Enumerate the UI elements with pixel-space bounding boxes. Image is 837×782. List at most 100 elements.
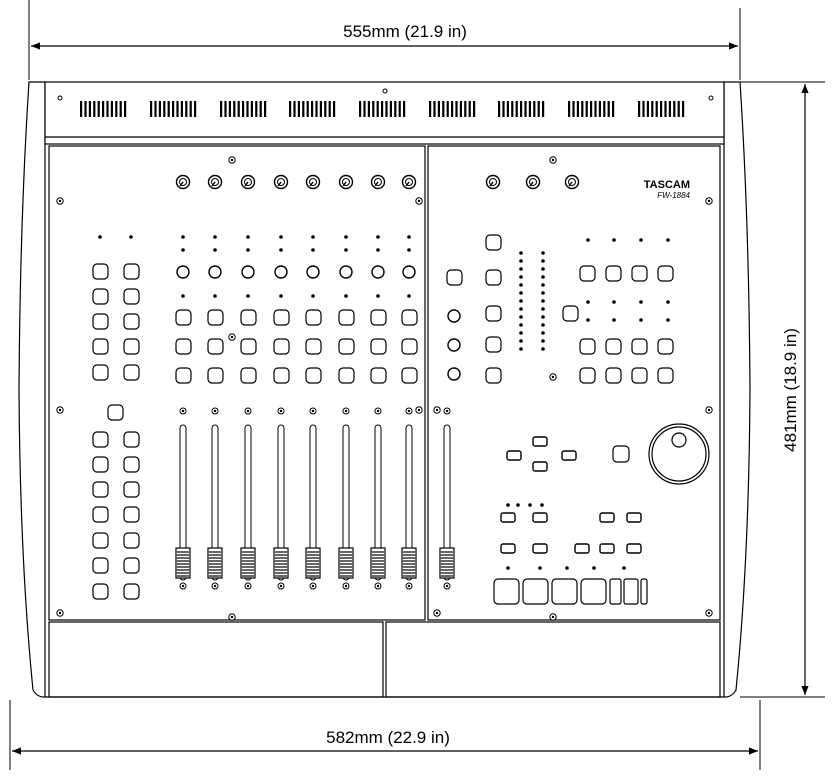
led bbox=[541, 283, 545, 287]
vent-slot bbox=[389, 101, 392, 117]
vent-slot bbox=[124, 101, 127, 117]
screw bbox=[705, 406, 713, 414]
screw bbox=[705, 197, 713, 205]
square-button bbox=[485, 367, 502, 384]
led bbox=[246, 294, 250, 298]
square-button bbox=[273, 309, 290, 326]
fader bbox=[240, 407, 256, 590]
square-button bbox=[485, 305, 502, 322]
square-button bbox=[273, 367, 290, 384]
led bbox=[181, 235, 185, 239]
fader-track bbox=[179, 424, 187, 581]
vent-slot bbox=[585, 101, 588, 117]
led bbox=[344, 294, 348, 298]
vent-slot bbox=[473, 101, 476, 117]
top-width-label: 555mm (21.9 in) bbox=[343, 22, 467, 41]
square-button bbox=[579, 367, 596, 384]
vent-slot bbox=[537, 101, 540, 117]
led bbox=[519, 339, 523, 343]
vent-slot bbox=[293, 101, 296, 117]
led bbox=[541, 315, 545, 319]
vent-slot bbox=[598, 101, 601, 117]
vent-slot bbox=[106, 101, 109, 117]
square-button bbox=[370, 367, 387, 384]
screw bbox=[415, 406, 423, 414]
square-button bbox=[579, 265, 596, 282]
vent-slot bbox=[88, 101, 91, 117]
square-button bbox=[92, 263, 109, 280]
vent-slot bbox=[172, 101, 175, 117]
led bbox=[592, 566, 596, 570]
round-button bbox=[447, 309, 461, 323]
square-button bbox=[92, 338, 109, 355]
knob bbox=[207, 174, 223, 190]
vent-slot bbox=[668, 101, 671, 117]
square-button bbox=[123, 456, 140, 473]
square-button bbox=[123, 288, 140, 305]
vent-slot bbox=[255, 101, 258, 117]
height-dimension: 481mm (18.9 in) bbox=[740, 81, 825, 698]
vent-slot bbox=[394, 101, 397, 117]
round-button bbox=[176, 265, 190, 279]
square-button bbox=[175, 367, 192, 384]
vent-slot bbox=[502, 101, 505, 117]
vent-slot bbox=[189, 101, 192, 117]
knob bbox=[338, 174, 354, 190]
square-button bbox=[92, 532, 109, 549]
square-button bbox=[612, 445, 630, 463]
square-button bbox=[123, 364, 140, 381]
vent-slot bbox=[590, 101, 593, 117]
led bbox=[519, 259, 523, 263]
led bbox=[528, 503, 532, 507]
led bbox=[565, 566, 569, 570]
round-button bbox=[241, 265, 255, 279]
vent-slot bbox=[324, 101, 327, 117]
led bbox=[213, 235, 217, 239]
square-button bbox=[631, 338, 648, 355]
screw bbox=[549, 156, 557, 164]
led bbox=[622, 566, 626, 570]
led bbox=[519, 251, 523, 255]
vent-slot bbox=[224, 101, 227, 117]
screw bbox=[549, 373, 557, 381]
rotary-knobs bbox=[175, 174, 580, 190]
vent-slot bbox=[528, 101, 531, 117]
vent-slot bbox=[385, 101, 388, 117]
bottom-width-dimension: 582mm (22.9 in) bbox=[9, 700, 761, 770]
square-button bbox=[123, 506, 140, 523]
vent-slot bbox=[612, 101, 615, 117]
vent-slot bbox=[246, 101, 249, 117]
led bbox=[541, 323, 545, 327]
led bbox=[586, 300, 590, 304]
led bbox=[541, 299, 545, 303]
led bbox=[344, 248, 348, 252]
square-button bbox=[401, 309, 418, 326]
vent-screw bbox=[57, 95, 63, 101]
transport-key bbox=[609, 578, 622, 605]
square-button bbox=[175, 338, 192, 355]
knob bbox=[305, 174, 321, 190]
square-button bbox=[175, 309, 192, 326]
square-button bbox=[123, 532, 140, 549]
square-button bbox=[240, 338, 257, 355]
vent-slot bbox=[381, 101, 384, 117]
square-button bbox=[605, 265, 622, 282]
vent-slot bbox=[264, 101, 267, 117]
square-button bbox=[240, 309, 257, 326]
led bbox=[541, 259, 545, 263]
square-button bbox=[605, 338, 622, 355]
vent-slot bbox=[433, 101, 436, 117]
vent-slot bbox=[442, 101, 445, 117]
round-button bbox=[447, 338, 461, 352]
vent-slot bbox=[110, 101, 113, 117]
brand-logo: TASCAM FW-1884 bbox=[644, 179, 691, 200]
led bbox=[541, 275, 545, 279]
led bbox=[506, 566, 510, 570]
vent-slot bbox=[150, 101, 153, 117]
led bbox=[506, 503, 510, 507]
vent-slot bbox=[102, 101, 105, 117]
square-button bbox=[207, 367, 224, 384]
led bbox=[311, 248, 315, 252]
small-button bbox=[506, 450, 522, 461]
